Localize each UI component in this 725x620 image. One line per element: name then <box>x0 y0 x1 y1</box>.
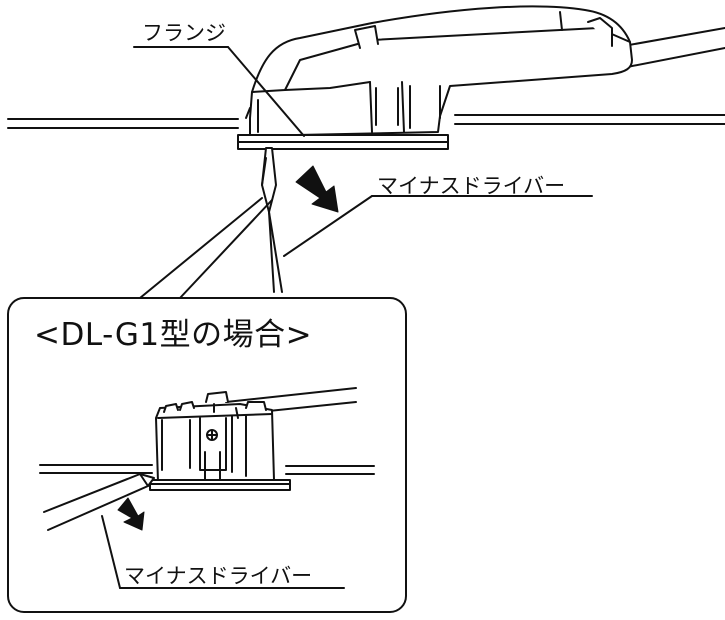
screwdriver-label: マイナスドライバー <box>377 174 566 198</box>
direction-arrow-inset <box>117 497 145 531</box>
driver-leader-inset <box>101 515 345 589</box>
screwdriver <box>261 147 283 293</box>
zoom-lines <box>139 197 273 299</box>
inset-screwdriver-label: マイナスドライバー <box>124 564 313 588</box>
inset-ceiling <box>39 464 375 475</box>
inset-screw-slot <box>207 430 217 440</box>
flange-label: フランジ <box>142 21 226 45</box>
ceiling-panel <box>7 114 725 129</box>
device-body <box>237 5 633 150</box>
flange-leader <box>133 46 305 137</box>
driver-leader-top <box>283 195 593 257</box>
direction-arrow-main <box>295 165 339 213</box>
inset-screwdriver <box>43 473 155 531</box>
inset-title: <DL-G1型の場合> <box>34 317 313 353</box>
inset-device <box>149 391 291 491</box>
